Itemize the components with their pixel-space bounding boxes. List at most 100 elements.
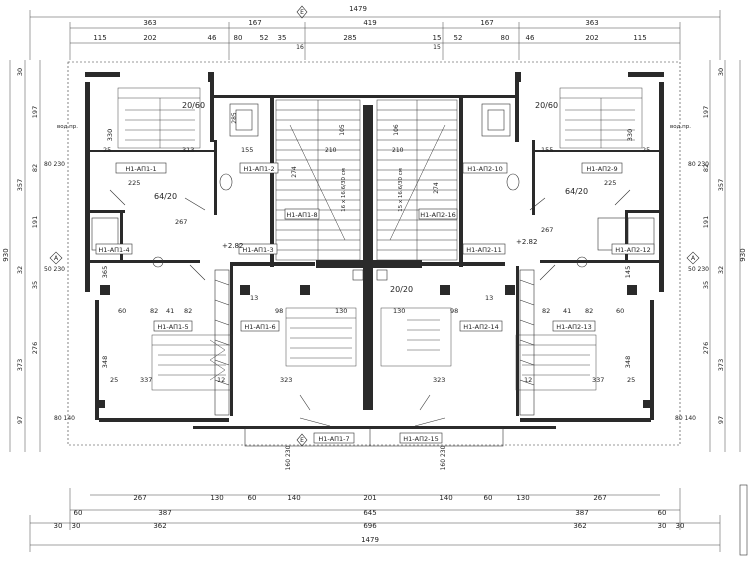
bath-fixtures	[91, 103, 655, 281]
room-name: Н1-АП1-2	[243, 165, 274, 173]
dim-label: 387	[158, 509, 171, 517]
dim-label: 41	[166, 307, 174, 315]
opening-label: 80 230	[688, 161, 709, 168]
opening-label: 50 230	[688, 266, 709, 273]
dim-label: 30	[16, 68, 24, 76]
opening-label: 160 230	[285, 445, 292, 470]
room-name: Н1-АП2-16	[420, 211, 455, 219]
bed-bottom-center-left	[285, 307, 357, 367]
bed-top-left	[117, 87, 201, 149]
scale-bar	[739, 484, 748, 556]
dim-label: 130	[516, 494, 529, 502]
dim-label: 337	[140, 376, 152, 384]
dim-label: 60	[118, 307, 126, 315]
dim-label: 97	[16, 416, 24, 424]
dim-label: 130	[393, 307, 405, 315]
dim-label: 25	[103, 146, 111, 154]
room-label-l5: Н1-АП1-5	[153, 320, 193, 332]
staircase: 16 x 16.6/30 см 15 x 16.6/30 см 210 210 …	[275, 99, 458, 261]
bed-bottom-left	[151, 334, 233, 391]
shaft-label-left: 20/60	[182, 101, 205, 110]
bed-top-right	[559, 87, 643, 149]
bed-bottom-right	[515, 334, 597, 391]
dim-label: 155	[241, 146, 253, 154]
dim-label: 60	[74, 509, 83, 517]
dim-label: 197	[31, 106, 39, 118]
stair-dim: 106	[393, 124, 400, 136]
dim-label: 30	[72, 522, 81, 530]
dim-label: 80	[501, 34, 510, 42]
dim-label: 60	[248, 494, 257, 502]
dim-label: 373	[16, 359, 24, 371]
stair-dim: 210	[325, 147, 337, 154]
stair-dim: 105	[339, 124, 346, 136]
room-label-l2: Н1-АП1-2	[239, 162, 279, 174]
dim-label: 115	[633, 34, 646, 42]
dim-label: 373	[717, 359, 725, 371]
room-name: Н1-АП2-11	[466, 246, 501, 254]
room-label-r16: Н1-АП2-16	[418, 208, 458, 220]
dim-label: 267	[175, 218, 187, 226]
dim-label: 365	[101, 266, 109, 278]
level-mark-left: +2.82	[222, 242, 243, 250]
dim-label: 267	[593, 494, 606, 502]
dim-label: 285	[231, 112, 238, 124]
axis-label: A	[691, 255, 696, 262]
dim-label: 357	[16, 179, 24, 191]
room-name: Н1-АП2-15	[403, 435, 438, 443]
room-name: Н1-АП2-12	[615, 246, 650, 254]
stair-note: 16 x 16.6/30 см	[341, 168, 347, 212]
dim-label: 696	[363, 522, 377, 530]
roof-outline	[67, 61, 681, 446]
dim-label: 82	[184, 307, 192, 315]
dim-label: 202	[143, 34, 156, 42]
opening-label: 80 230	[44, 161, 65, 168]
dim-label: 330	[106, 129, 114, 141]
dim-label: 30	[717, 68, 725, 76]
dim-label: 80	[234, 34, 243, 42]
dim-label: 82	[150, 307, 158, 315]
bed-bottom-center-right	[380, 307, 452, 367]
dim-label: 13	[250, 294, 258, 302]
dim-label: 82	[585, 307, 593, 315]
room-label-r11: Н1-АП2-11	[462, 243, 506, 255]
dim-label: 46	[208, 34, 217, 42]
top-overall-dim: 1479	[349, 5, 367, 13]
dim-label: 357	[717, 179, 725, 191]
room-name: Н1-АП2-14	[463, 323, 498, 331]
level-mark-right: +2.82	[516, 238, 537, 246]
dim-label: 52	[260, 34, 269, 42]
dim-label: 197	[702, 106, 710, 118]
room-name: Н1-АП2-13	[556, 323, 591, 331]
dim-label: 225	[128, 179, 140, 187]
dim-label: 140	[287, 494, 300, 502]
dim-label: 330	[626, 129, 634, 141]
axis-label: E	[300, 9, 304, 16]
opening-label: 50 230	[44, 266, 65, 273]
room-label-stair-l: Н1-АП1-8	[284, 208, 320, 220]
dim-label: 12	[217, 376, 225, 384]
room-label-l7: Н1-АП1-7	[313, 432, 355, 444]
room-name: Н1-АП1-8	[286, 211, 317, 219]
dim-label: 41	[563, 307, 571, 315]
shaft-label-left-2: 64/20	[154, 192, 177, 201]
dim-label: 191	[31, 216, 39, 228]
dim-label: 60	[658, 509, 667, 517]
opening-label: 160 230	[440, 445, 447, 470]
dim-label: 348	[101, 356, 109, 368]
dim-label: 115	[93, 34, 106, 42]
dim-label: 348	[624, 356, 632, 368]
dim-label: 930	[739, 248, 747, 261]
dim-label: 145	[624, 266, 632, 278]
dim-label: 202	[585, 34, 598, 42]
dim-label: 82	[702, 164, 710, 172]
dim-label: 98	[275, 307, 283, 315]
water-tap-left: вод.пр.	[57, 124, 78, 130]
room-label-r9: Н1-АП2-9	[581, 162, 623, 174]
left-dimension-chains: 930 30 357 32 373 97 197 82 191 35 276	[2, 60, 41, 452]
dim-label: 323	[433, 376, 445, 384]
dim-label: 30	[658, 522, 667, 530]
dim-label: 25	[627, 376, 635, 384]
dim-label: 13	[485, 294, 493, 302]
